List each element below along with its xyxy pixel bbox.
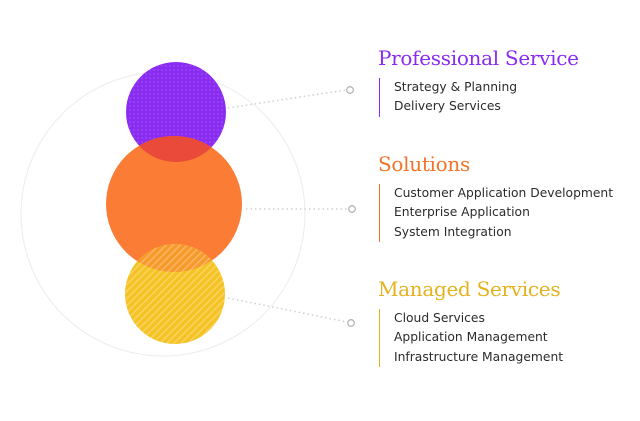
section-title-managed-services: Managed Services [378, 277, 561, 301]
connector-line-managed [227, 297, 348, 323]
section-solutions: Solutions Customer Application Developme… [378, 152, 633, 243]
list-item: Cloud Services [394, 311, 485, 325]
section-items-solutions: Customer Application Development Enterpr… [379, 184, 633, 243]
circle-managed-texture [125, 244, 225, 344]
list-item: Infrastructure Management [394, 349, 564, 364]
section-items-managed-services: Cloud Services Application Management In… [379, 309, 633, 368]
section-professional-service: Professional Service Strategy & Planning… [378, 46, 633, 117]
section-items-professional-service: Strategy & Planning Delivery Services [379, 78, 633, 117]
list-item: Strategy & Planning [394, 80, 518, 94]
connector-node-managed [347, 319, 355, 327]
list-item: System Integration [394, 224, 512, 239]
list-item: Application Management [394, 330, 548, 345]
circle-solutions [106, 136, 242, 272]
section-title-solutions: Solutions [378, 152, 470, 176]
list-item: Enterprise Application [394, 205, 530, 220]
connector-node-professional [346, 86, 354, 94]
connector-node-solutions [348, 205, 356, 213]
connector-line-professional [227, 89, 347, 109]
section-managed-services: Managed Services Cloud Services Applicat… [378, 277, 633, 368]
circle-professional-texture [126, 62, 226, 162]
list-item: Delivery Services [394, 99, 501, 114]
section-title-professional-service: Professional Service [378, 46, 579, 70]
list-item: Customer Application Development [394, 186, 614, 200]
